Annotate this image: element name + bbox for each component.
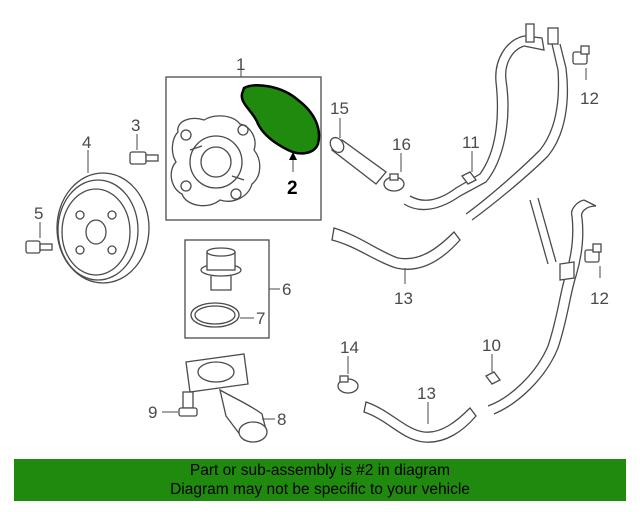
callout-8: 8 xyxy=(277,410,286,429)
bolt-3 xyxy=(129,151,159,165)
hose-13-lower xyxy=(363,401,477,443)
o-ring-7 xyxy=(190,302,240,328)
clamp-14 xyxy=(337,375,359,394)
parts-diagram: 1 2 3 4 5 6 xyxy=(25,23,609,443)
bolt-12-lower xyxy=(584,243,602,263)
info-banner: Part or sub-assembly is #2 in diagram Di… xyxy=(14,459,626,501)
callout-5: 5 xyxy=(34,204,43,223)
callout-15: 15 xyxy=(330,99,349,118)
thermostat xyxy=(200,247,242,291)
callout-12-lower: 12 xyxy=(590,289,609,308)
gasket-highlighted xyxy=(240,84,321,155)
bolt-9 xyxy=(178,391,198,417)
callout-13-lower: 13 xyxy=(417,384,436,403)
callout-2: 2 xyxy=(287,178,298,199)
pipe-11 xyxy=(403,23,569,221)
hose-15 xyxy=(329,136,387,185)
callout-10: 10 xyxy=(482,336,501,355)
callout-13-upper: 13 xyxy=(394,289,413,308)
water-pump-box xyxy=(165,76,322,221)
callout-14: 14 xyxy=(340,338,359,357)
callout-11: 11 xyxy=(462,133,480,152)
water-outlet-8 xyxy=(185,353,268,443)
callout-7: 7 xyxy=(256,309,265,328)
callout-4: 4 xyxy=(82,133,91,152)
bolt-5 xyxy=(25,240,53,254)
banner-line-1: Part or sub-assembly is #2 in diagram xyxy=(189,462,451,479)
callout-12-top: 12 xyxy=(580,89,599,108)
hose-13-upper xyxy=(331,227,461,270)
callout-1: 1 xyxy=(236,55,245,74)
banner-line-2: Diagram may not be specific to your vehi… xyxy=(170,481,470,498)
bolt-12-top xyxy=(572,45,590,65)
callout-3: 3 xyxy=(131,116,140,135)
clamp-16 xyxy=(383,173,405,192)
pipe-10 xyxy=(485,197,597,415)
callout-9: 9 xyxy=(148,403,157,422)
pulley-4 xyxy=(56,172,150,284)
callout-6: 6 xyxy=(282,280,291,299)
water-pump xyxy=(170,115,261,207)
callout-16: 16 xyxy=(392,135,411,154)
